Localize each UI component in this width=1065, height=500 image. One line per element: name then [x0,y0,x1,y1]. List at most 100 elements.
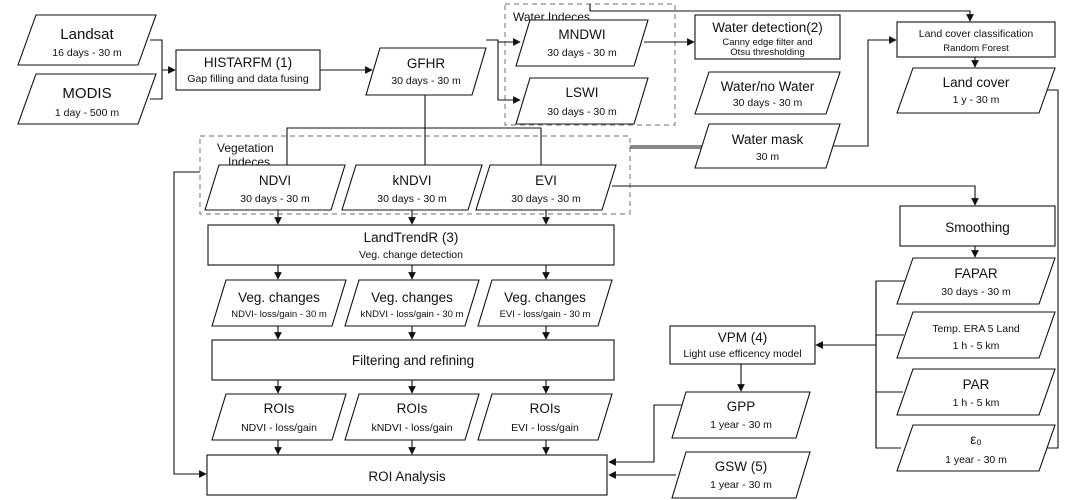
node-lswi: LSWI 30 days - 30 m [515,77,649,125]
node-subtitle: kNDVI - loss/gain [371,422,452,434]
node-subtitle: Light use efficency model [683,348,801,360]
node-title: Land cover classification [919,28,1034,40]
parallelogram-shape [896,257,1056,305]
node-title: kNDVI [392,173,431,188]
parallelogram-shape [341,164,483,211]
node-subtitle: 30 days - 30 m [547,47,617,59]
parallelogram-shape [896,424,1056,472]
node-title: GPP [727,399,756,414]
parallelogram-shape [515,19,649,67]
node-ndvi: NDVI 30 days - 30 m [204,164,346,211]
node-subtitle: NDVI- loss/gain - 30 m [231,309,327,320]
node-gpp: GPP 1 year - 30 m [671,391,811,439]
node-subtitle: 1 day - 500 m [55,107,119,119]
parallelogram-shape [475,164,617,211]
node-water-detection: Water detection(2)Canny edge filter andO… [694,14,841,60]
nodes-layer: Landsat 16 days - 30 m MODIS 1 day - 500 m H… [17,14,1056,499]
parallelogram-shape [365,47,487,96]
process-box [207,224,615,266]
node-smoothing: Smoothing [899,205,1056,247]
parallelogram-shape [477,393,613,441]
parallelogram-shape [17,73,157,125]
node-title: Water detection(2) [712,20,823,35]
node-title: Veg. changes [504,290,586,305]
node-title: NDVI [259,173,291,188]
node-title: Veg. changes [238,290,320,305]
node-subtitle: 30 days - 30 m [240,193,310,205]
node-title: ε₀ [970,432,982,447]
node-title: Water/no Water [721,79,815,94]
node-title: GSW (5) [715,459,768,474]
node-vpm: VPM (4) Light use efficency model [669,325,816,365]
node-subtitle: NDVI - loss/gain [241,422,317,434]
edge-evi-to-smoothing [612,185,979,206]
node-subtitle: 1 h - 5 km [953,397,1000,409]
node-title: Land cover [943,75,1010,90]
edge-epsilon-to-vpm [875,392,901,449]
node-title: LSWI [565,85,598,100]
node-subtitle: 30 days - 30 m [511,193,581,205]
node-histarfm: HISTARFM (1)Gap filling and data fusing [175,49,321,91]
parallelogram-shape [896,368,1056,416]
process-box [175,49,321,91]
node-landtrendr: LandTrendR (3) Veg. change detection [207,224,615,266]
node-subtitle: kNDVI - loss/gain - 30 m [361,309,464,320]
node-water-mask: Water mask 30 m [694,123,841,169]
group-label: Vegetation [217,141,274,155]
node-subtitle: 1 year - 30 m [710,419,772,431]
node-evi: EVI 30 days - 30 m [475,164,617,211]
node-title: EVI [535,173,557,188]
node-subtitle: 1 year - 30 m [710,479,772,491]
node-title: Filtering and refining [352,353,474,368]
node-subtitle: 16 days - 30 m [52,47,122,59]
node-title: Landsat [60,26,114,43]
parallelogram-shape [896,67,1056,114]
edge-gfhr-to-evi [425,127,545,173]
process-box [211,339,615,381]
node-subtitle: 30 days - 30 m [941,286,1011,298]
node-epsilon: ε₀ 1 year - 30 m [896,424,1056,472]
node-subtitle: 30 days - 30 m [547,106,617,118]
node-title: MODIS [62,85,111,102]
node-roi-analysis: ROI Analysis [206,454,608,496]
node-title: Smoothing [945,220,1010,235]
node-subtitle: EVI - loss/gain - 30 m [500,309,591,320]
process-box [694,14,841,60]
parallelogram-shape [477,279,613,327]
node-title: VPM (4) [718,330,768,345]
parallelogram-shape [344,393,480,441]
node-title: Water mask [732,132,804,147]
node-title: GFHR [407,56,445,71]
process-box [669,325,816,365]
edge-landsat-to-histarfm [150,39,176,74]
process-box [896,21,1056,58]
parallelogram-shape [671,391,811,439]
node-title: ROIs [530,401,561,416]
process-box [899,205,1056,247]
node-subtitle: 1 year - 30 m [945,454,1007,466]
node-title: PAR [963,377,990,392]
parallelogram-shape [17,14,157,66]
edge-gfhr-to-ndvi [283,95,426,173]
parallelogram-shape [896,311,1056,359]
node-subtitle: Veg. change detection [359,249,463,261]
node-mndwi: MNDWI 30 days - 30 m [515,19,649,67]
node-title: MNDWI [558,27,605,42]
edge-ndvi-to-roi-analysis [173,171,207,478]
node-title: ROIs [397,401,428,416]
node-par: PAR 1 h - 5 km [896,368,1056,416]
node-gsw: GSW (5) 1 year - 30 m [671,451,811,499]
parallelogram-shape [204,164,346,211]
node-subtitle: 30 m [756,151,780,163]
parallelogram-shape [694,123,841,169]
node-modis: MODIS 1 day - 500 m [17,73,157,125]
node-title: LandTrendR (3) [364,230,459,245]
edge-gfhr-to-lswi [497,42,521,104]
